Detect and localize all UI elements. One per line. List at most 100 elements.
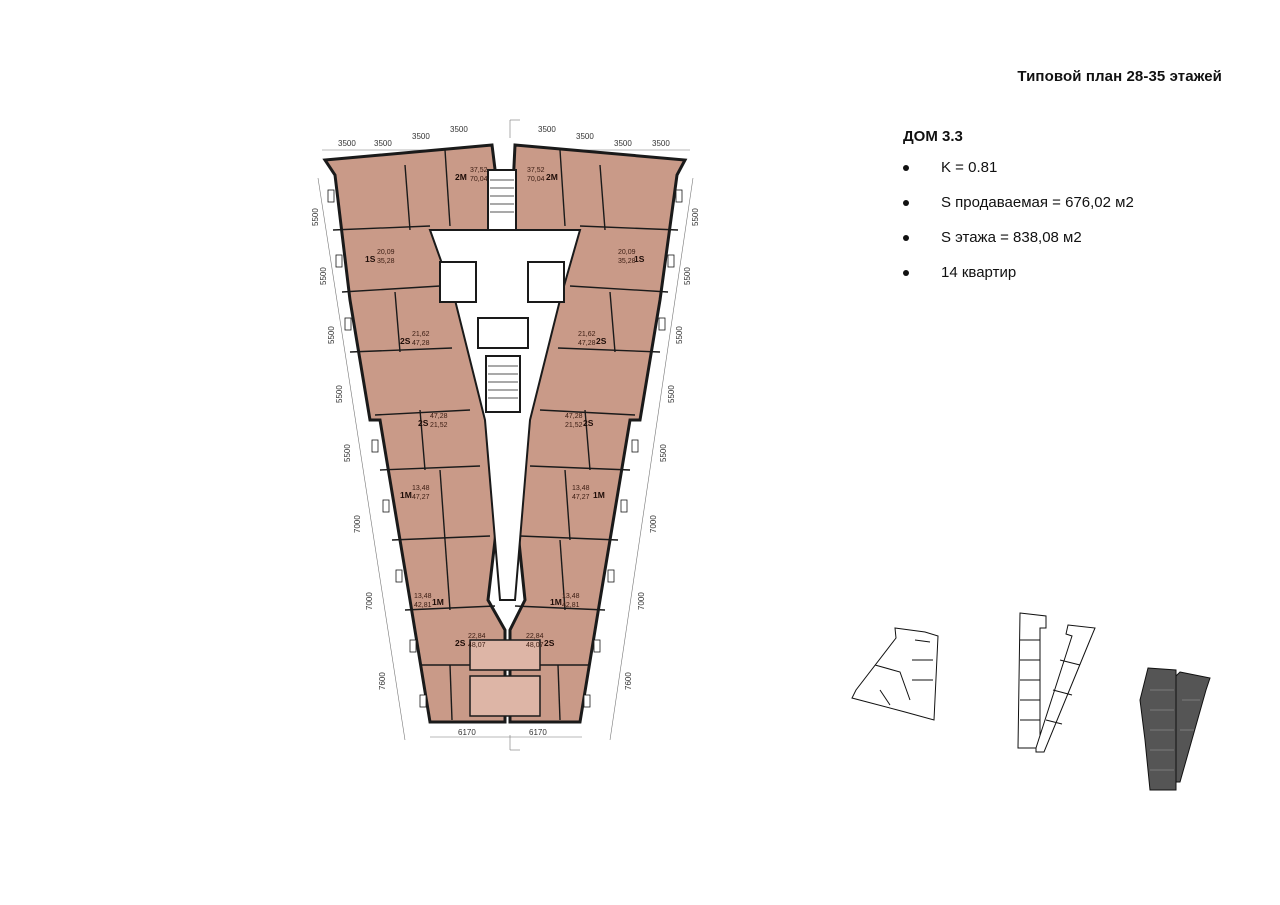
svg-text:1S: 1S: [634, 254, 645, 264]
page-title: Типовой план 28-35 этажей: [1017, 68, 1222, 85]
svg-text:70,04: 70,04: [470, 176, 488, 183]
house-stats-list: K = 0.81 S продаваемая = 676,02 м2 S эта…: [903, 157, 1134, 297]
apartment-7: 2S 47,28 21,52: [418, 413, 448, 429]
svg-text:13,48: 13,48: [572, 485, 590, 492]
svg-text:13,48: 13,48: [562, 593, 580, 600]
house-info-panel: ДОМ 3.3 K = 0.81 S продаваемая = 676,02 …: [903, 128, 1134, 297]
house-name: ДОМ 3.3: [903, 128, 963, 145]
key-plan-2: [1017, 612, 1096, 753]
apartment-5: 2S 21,62 47,28: [400, 331, 430, 347]
apartment-9: 1M 13,48 47,27: [400, 485, 430, 501]
key-plan-3-highlighted: [1139, 667, 1211, 791]
svg-text:2S: 2S: [400, 336, 411, 346]
facade-windows: [327, 189, 683, 708]
svg-text:47,28: 47,28: [565, 413, 583, 420]
dim-left-5: 5500: [343, 444, 352, 462]
svg-text:47,27: 47,27: [572, 494, 590, 501]
apartment-12: 1M 13,48 42,81: [550, 593, 580, 609]
dim-left-3: 5500: [327, 326, 336, 344]
svg-text:37,52: 37,52: [470, 167, 488, 174]
dim-right-3: 5500: [675, 326, 684, 344]
key-plan-1: [851, 627, 939, 721]
svg-text:13,48: 13,48: [414, 593, 432, 600]
svg-text:47,27: 47,27: [412, 494, 430, 501]
dim-left-6: 7000: [353, 515, 362, 533]
svg-text:1M: 1M: [400, 490, 412, 500]
apartment-10: 13,48 47,27 1M: [572, 485, 605, 501]
apartment-4: 20,09 35,28 1S: [618, 249, 645, 265]
dim-bottom-left: 6170: [458, 728, 476, 737]
svg-text:21,62: 21,62: [578, 331, 596, 338]
svg-text:21,52: 21,52: [565, 422, 583, 429]
dim-top-left-2: 3500: [374, 139, 392, 148]
dim-right-5: 5500: [659, 444, 668, 462]
svg-text:2M: 2M: [455, 172, 467, 182]
svg-text:2S: 2S: [544, 638, 555, 648]
svg-text:35,28: 35,28: [377, 258, 395, 265]
dim-bottom-right: 6170: [529, 728, 547, 737]
svg-text:48,07: 48,07: [468, 642, 486, 649]
central-core: [428, 169, 582, 717]
stat-coefficient: K = 0.81: [903, 157, 1134, 192]
svg-text:42,81: 42,81: [562, 602, 580, 609]
dim-top-left-4: 3500: [450, 125, 468, 134]
dim-top-left-3: 3500: [412, 132, 430, 141]
svg-text:48,07: 48,07: [526, 642, 544, 649]
stat-apartment-count: 14 квартир: [903, 262, 1134, 297]
svg-text:2S: 2S: [418, 418, 429, 428]
apartment-labels: 2M 37,52 70,04 37,52 70,04 2M 1S 20,09 3…: [365, 167, 645, 649]
svg-text:21,62: 21,62: [412, 331, 430, 338]
dim-left-4: 5500: [335, 385, 344, 403]
svg-text:1M: 1M: [432, 597, 444, 607]
dim-right-1: 5500: [691, 208, 700, 226]
dim-top-right-2: 3500: [576, 132, 594, 141]
svg-text:2M: 2M: [546, 172, 558, 182]
apartment-11: 13,48 42,81 1M: [414, 593, 444, 609]
svg-text:2S: 2S: [455, 638, 466, 648]
dim-top-right-3: 3500: [614, 139, 632, 148]
stat-floor-area: S этажа = 838,08 м2: [903, 227, 1134, 262]
apartment-6: 21,62 47,28 2S: [578, 331, 607, 347]
apartment-1: 2M 37,52 70,04: [455, 167, 488, 183]
svg-text:20,09: 20,09: [618, 249, 636, 256]
svg-text:1S: 1S: [365, 254, 376, 264]
dim-left-2: 5500: [319, 267, 328, 285]
svg-text:22,84: 22,84: [468, 633, 486, 640]
svg-text:70,04: 70,04: [527, 176, 545, 183]
svg-text:37,52: 37,52: [527, 167, 545, 174]
svg-text:22,84: 22,84: [526, 633, 544, 640]
dim-right-6: 7000: [649, 515, 658, 533]
svg-text:35,28: 35,28: [618, 258, 636, 265]
dim-right-7: 7000: [637, 592, 646, 610]
dim-top-right-4: 3500: [652, 139, 670, 148]
svg-text:1M: 1M: [593, 490, 605, 500]
svg-text:47,28: 47,28: [578, 340, 596, 347]
svg-text:2S: 2S: [583, 418, 594, 428]
dimension-labels: 3500 3500 3500 3500 3500 3500 3500 3500 …: [311, 125, 700, 737]
apartment-2: 37,52 70,04 2M: [527, 167, 558, 183]
dim-left-8: 7600: [378, 672, 387, 690]
svg-text:21,52: 21,52: [430, 422, 448, 429]
svg-text:42,81: 42,81: [414, 602, 432, 609]
dim-right-2: 5500: [683, 267, 692, 285]
dim-left-7: 7000: [365, 592, 374, 610]
apartment-3: 1S 20,09 35,28: [365, 249, 395, 265]
svg-text:47,28: 47,28: [430, 413, 448, 420]
dim-top-right-1: 3500: [538, 125, 556, 134]
stat-sellable-area: S продаваемая = 676,02 м2: [903, 192, 1134, 227]
dim-left-1: 5500: [311, 208, 320, 226]
svg-text:13,48: 13,48: [412, 485, 430, 492]
apartment-14: 22,84 48,07 2S: [526, 633, 555, 649]
svg-text:47,28: 47,28: [412, 340, 430, 347]
right-wing-partitions: [514, 149, 679, 721]
dim-right-4: 5500: [667, 385, 676, 403]
apartment-8: 47,28 21,52 2S: [565, 413, 594, 429]
left-wing-partitions: [332, 149, 496, 721]
dim-top-left-1: 3500: [338, 139, 356, 148]
svg-text:1M: 1M: [550, 597, 562, 607]
svg-text:20,09: 20,09: [377, 249, 395, 256]
dim-right-8: 7600: [624, 672, 633, 690]
svg-text:2S: 2S: [596, 336, 607, 346]
apartment-13: 2S 22,84 48,07: [455, 633, 486, 649]
